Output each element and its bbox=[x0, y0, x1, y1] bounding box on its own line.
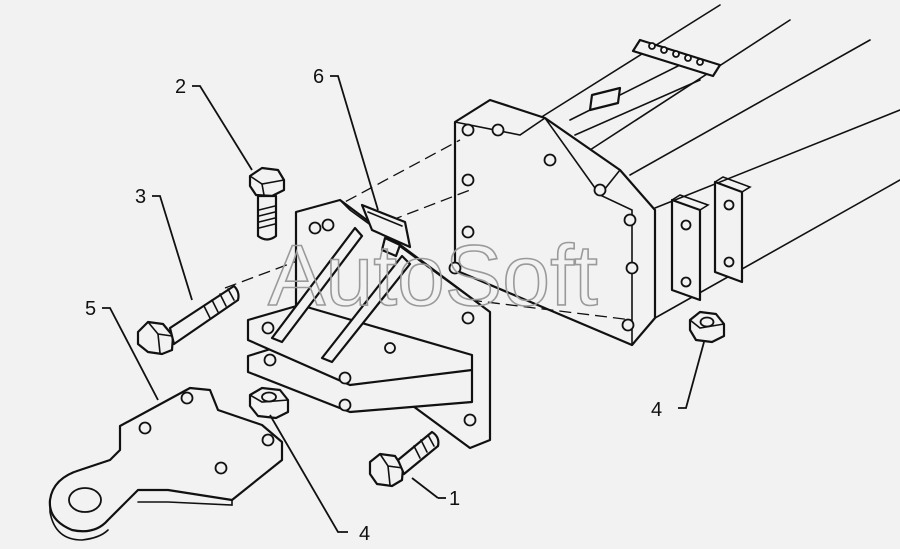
callout-4-right: 4 bbox=[651, 399, 662, 421]
part-4-nut-right bbox=[688, 310, 726, 344]
callout-5: 5 bbox=[85, 298, 96, 320]
part-1-bolt bbox=[368, 430, 440, 488]
frame-beam bbox=[453, 4, 900, 347]
callouts: 2 3 6 5 1 4 4 bbox=[85, 66, 662, 545]
callout-6: 6 bbox=[313, 66, 324, 88]
watermark-text: AutoSoft bbox=[268, 228, 598, 324]
callout-3: 3 bbox=[135, 186, 146, 208]
hitch-bracket bbox=[246, 198, 492, 450]
part-3-bolt bbox=[136, 284, 240, 356]
callout-1: 1 bbox=[449, 488, 460, 510]
part-2-bolt bbox=[248, 166, 286, 241]
part-5-tow-eye bbox=[48, 386, 284, 541]
leader-lines bbox=[102, 75, 705, 533]
part-4-nut-left bbox=[248, 386, 290, 420]
callout-4-left: 4 bbox=[359, 523, 370, 545]
part-6-clip bbox=[360, 203, 412, 258]
callout-2: 2 bbox=[175, 76, 186, 98]
connector-strip bbox=[631, 38, 722, 78]
